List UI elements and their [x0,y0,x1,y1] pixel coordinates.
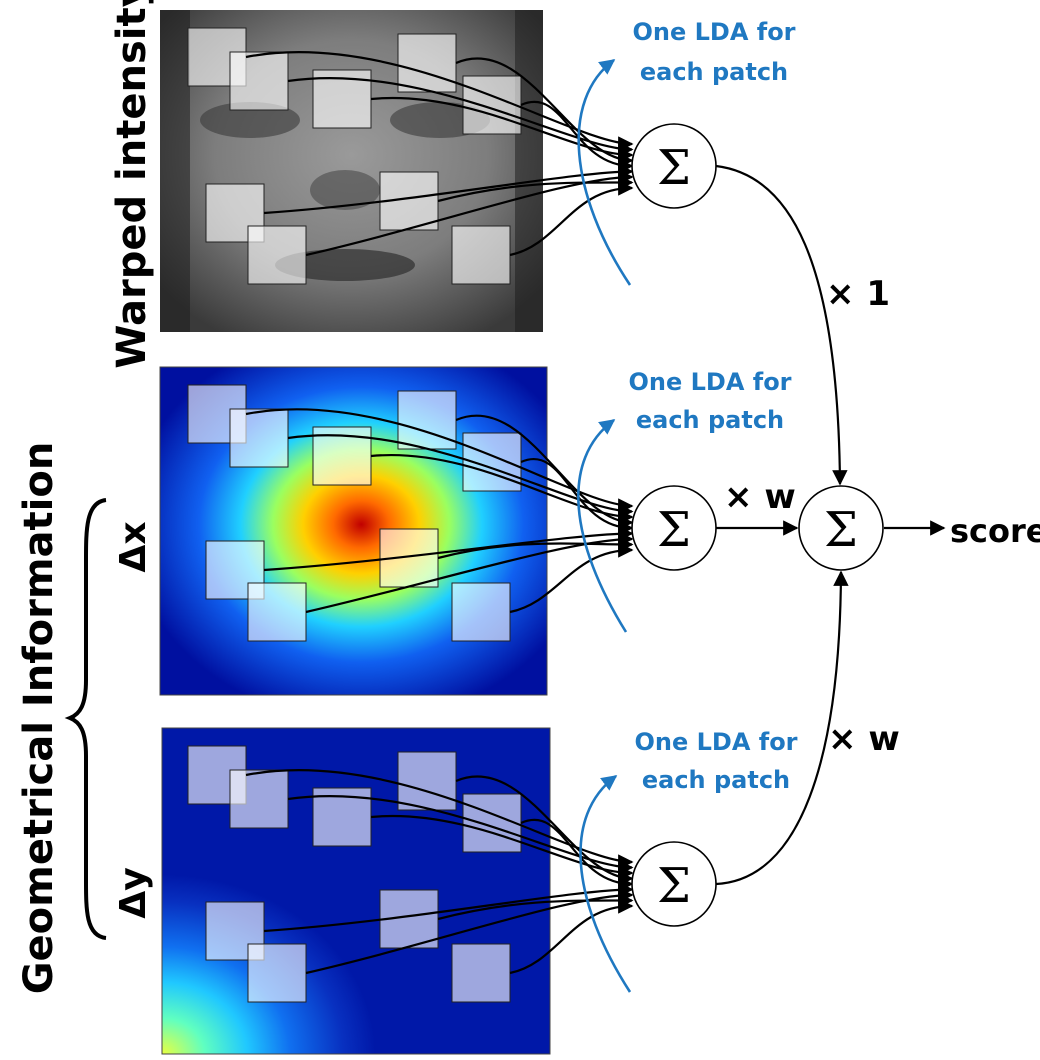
geometrical-information-brace [64,498,107,940]
connection-line [437,174,634,203]
connection-line [455,414,634,531]
weight-label-w-delta-x: × w [724,477,796,517]
connection-line [455,57,634,169]
delta-x-label: Δx [113,521,154,572]
connection-line [520,458,634,536]
arrow-intensity-to-final [715,164,848,486]
connection-line [263,881,634,933]
connection-line [437,536,634,560]
patch-delta-y [451,943,511,1003]
sum-node-final: Σ [798,485,884,571]
connection-line [370,96,634,163]
lda-note-delta-y-line1: One LDA for [634,728,797,756]
patch-delta-x [397,390,457,450]
patch-delta-x [247,582,307,642]
connection-line [245,769,634,870]
connection-line [287,434,634,520]
weight-label-one: × 1 [826,274,890,314]
lda-arc-intensity [577,58,632,286]
sum-node-intensity: Σ [631,123,717,209]
patch-group-delta-y [187,745,522,1003]
connection-line [455,775,634,887]
patch-group-intensity [187,27,522,285]
lda-note-intensity-line2: each patch [640,58,788,86]
connection-line [509,542,634,614]
arrow-delta-y-to-final [715,570,849,886]
geometrical-information-label: Geometrical Information [16,442,62,995]
lda-arc-delta-x [577,418,628,633]
connection-line [520,818,634,892]
connection-line [305,887,634,975]
connection-line [263,525,634,572]
warped-intensity-image [160,10,543,332]
connection-lines-delta-y [245,769,634,975]
patch-delta-x [451,582,511,642]
connection-line [245,408,634,514]
score-label: score [950,512,1040,550]
patch-delta-y [462,793,522,853]
connection-line [509,898,634,975]
sum-node-delta-y: Σ [631,841,717,927]
patch-delta-y [397,751,457,811]
connection-line [305,531,634,614]
connection-lines-intensity [245,51,634,257]
patch-intensity [229,51,289,111]
patch-intensity [451,225,511,285]
patch-layers [187,27,634,1003]
connection-line [245,51,634,152]
connection-line [370,814,634,881]
connection-line [287,76,634,158]
sum-symbol-final: Σ [824,502,858,558]
connection-line [520,100,634,174]
patch-delta-x [229,408,289,468]
sum-symbol-delta-y: Σ [657,858,691,914]
lda-note-intensity-line1: One LDA for [632,18,795,46]
sum-node-delta-x: Σ [631,485,717,571]
sum-symbol-intensity: Σ [657,140,691,196]
patch-intensity [397,33,457,93]
connection-line [263,163,634,215]
lda-note-delta-x-line1: One LDA for [628,368,791,396]
connection-line [305,169,634,257]
lda-note-delta-x-line2: each patch [636,406,784,434]
connection-lines-delta-x [245,408,634,614]
connection-line [509,180,634,257]
sum-symbol-delta-x: Σ [657,502,691,558]
delta-y-label: Δy [113,867,154,918]
lda-note-delta-y-line2: each patch [642,766,790,794]
patch-delta-y [229,769,289,829]
patch-intensity [462,75,522,135]
connection-line [370,453,634,525]
connection-line [437,892,634,921]
patch-intensity [247,225,307,285]
lda-arc-delta-y [579,774,632,993]
warped-intensity-label: Warped intensity [109,0,155,369]
connection-line [287,794,634,876]
patch-delta-y [247,943,307,1003]
weight-label-w-delta-y: × w [828,719,900,759]
